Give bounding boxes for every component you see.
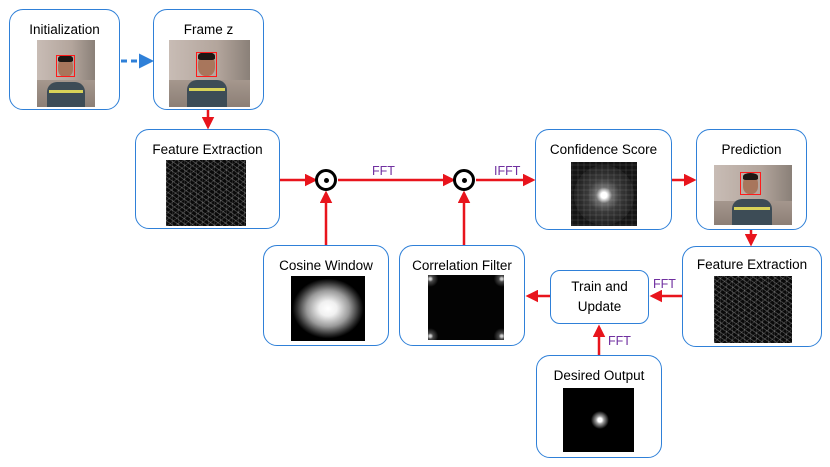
node-title: Initialization bbox=[29, 22, 100, 37]
node-correlation-filter: Correlation Filter bbox=[399, 245, 525, 346]
circled-dot-icon bbox=[453, 169, 475, 191]
node-title: Confidence Score bbox=[549, 142, 658, 157]
node-title: Cosine Window bbox=[279, 258, 373, 273]
node-title: Prediction bbox=[721, 142, 782, 157]
initialization-photo bbox=[37, 40, 95, 107]
correlation-filter-image bbox=[428, 275, 504, 340]
node-confidence-score: Confidence Score bbox=[535, 129, 672, 230]
node-initialization: Initialization bbox=[9, 9, 120, 110]
desired-output-image bbox=[563, 388, 634, 452]
circled-dot-icon bbox=[315, 169, 337, 191]
train-update-line1: Train and bbox=[571, 279, 628, 294]
prediction-photo bbox=[714, 165, 792, 225]
node-desired-output: Desired Output bbox=[536, 355, 662, 458]
node-title: Feature Extraction bbox=[696, 257, 808, 272]
node-feature-extraction-right: Feature Extraction bbox=[682, 246, 822, 347]
node-train-and-update: Train and Update bbox=[550, 270, 649, 324]
node-title: Correlation Filter bbox=[412, 258, 512, 273]
node-cosine-window: Cosine Window bbox=[263, 245, 389, 346]
label-ifft: IFFT bbox=[494, 164, 521, 178]
label-fft-right: FFT bbox=[653, 277, 676, 291]
node-title: Frame z bbox=[183, 22, 234, 37]
label-fft-bottom: FFT bbox=[608, 334, 631, 348]
label-fft-top: FFT bbox=[372, 164, 395, 178]
node-feature-extraction-top: Feature Extraction bbox=[135, 129, 280, 229]
node-prediction: Prediction bbox=[696, 129, 807, 230]
hog-feature-image bbox=[714, 276, 792, 343]
cosine-window-image bbox=[291, 276, 365, 341]
hog-feature-image bbox=[166, 160, 246, 226]
face-bounding-box bbox=[196, 52, 217, 77]
confidence-map-image bbox=[571, 162, 637, 226]
frame-z-photo bbox=[169, 40, 250, 107]
node-title: Feature Extraction bbox=[152, 142, 263, 157]
train-update-line2: Update bbox=[577, 299, 622, 314]
face-bounding-box bbox=[740, 172, 761, 195]
face-bounding-box bbox=[56, 55, 75, 77]
node-title: Desired Output bbox=[553, 368, 645, 383]
